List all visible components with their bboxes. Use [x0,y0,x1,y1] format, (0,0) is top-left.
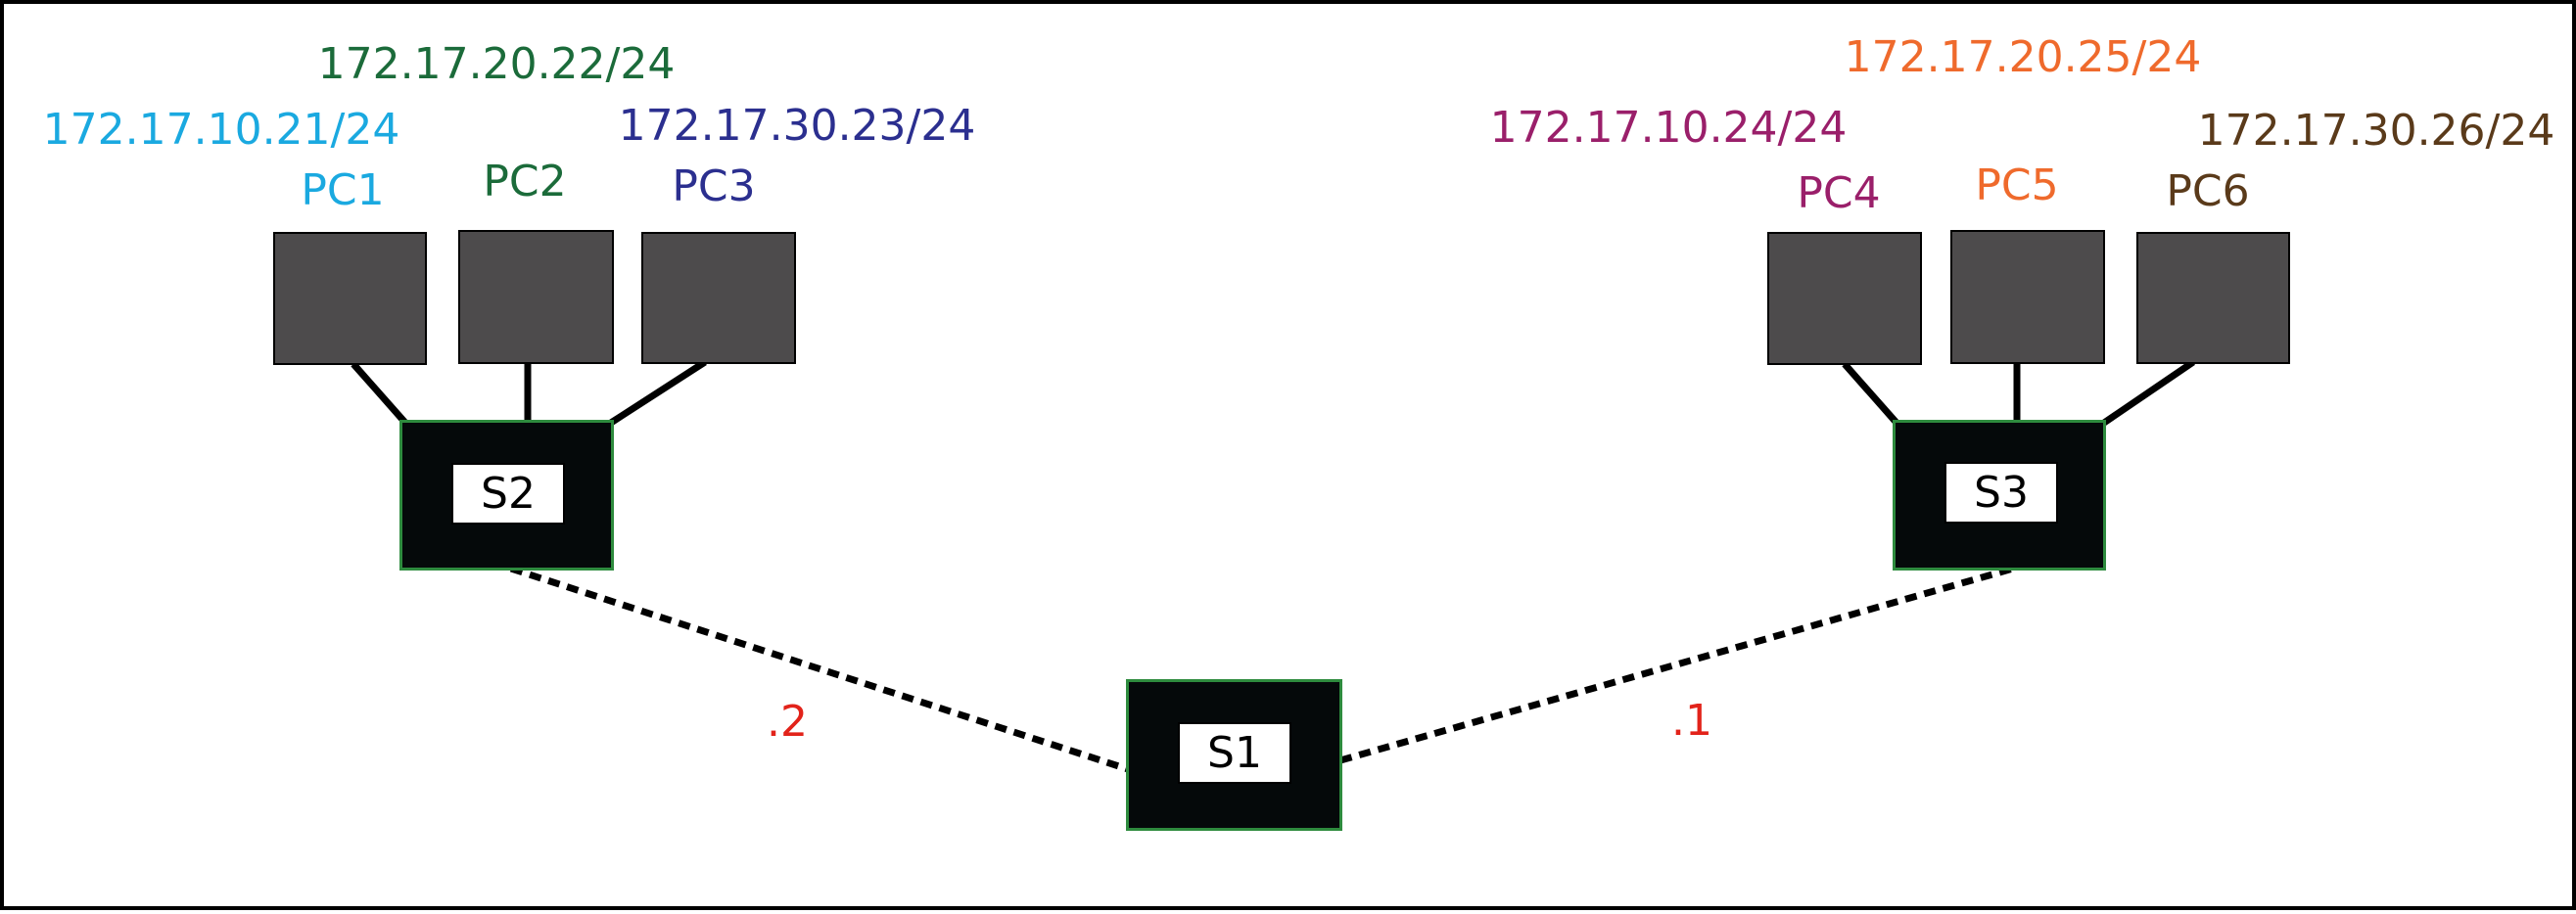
link-pc1-s2 [351,361,408,426]
pc6-ip-label: 172.17.30.26/24 [2197,106,2555,156]
pc6-name-label: PC6 [2166,166,2250,216]
trunk-s2-s1-label: .2 [767,697,808,747]
trunk-s1-s3-label: .1 [1671,696,1712,746]
pc5-name-label: PC5 [1975,160,2059,210]
pc3-ip-label: 172.17.30.23/24 [618,101,976,151]
switch-s3-label: S3 [1944,462,2058,524]
pc4-ip-label: 172.17.10.24/24 [1489,103,1848,153]
pc5-computer [1950,230,2105,364]
link-pc6-s3 [2102,359,2195,426]
pc1-computer [273,232,427,365]
switch-s2: S2 [399,420,614,571]
pc6-computer [2136,232,2290,364]
pc5-ip-label: 172.17.20.25/24 [1844,32,2202,82]
switch-s3: S3 [1893,420,2106,571]
pc2-ip-label: 172.17.20.22/24 [317,39,676,89]
pc1-ip-label: 172.17.10.21/24 [42,105,400,155]
switch-s1-label: S1 [1178,722,1291,784]
switch-s2-label: S2 [451,463,565,525]
pc1-name-label: PC1 [301,165,385,215]
pc2-computer [458,230,614,364]
connection-lines [351,359,2195,773]
link-pc3-s2 [609,359,707,426]
link-pc4-s3 [1842,361,1899,426]
trunk-s2-s1 [509,565,1130,773]
pc4-name-label: PC4 [1797,168,1881,218]
pc4-computer [1767,232,1922,365]
pc3-computer [641,232,796,364]
pc2-name-label: PC2 [483,157,567,206]
pc3-name-label: PC3 [672,161,756,211]
switch-s1: S1 [1126,679,1342,831]
